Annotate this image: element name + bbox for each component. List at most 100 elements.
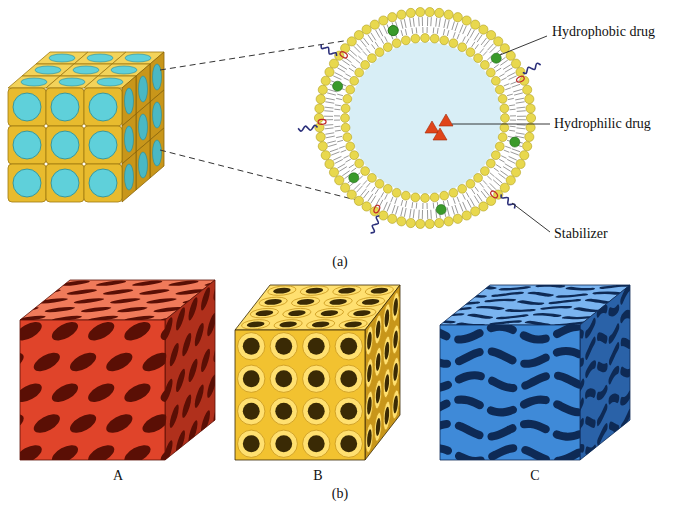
lipid-tail xyxy=(326,98,335,100)
lipid-tail xyxy=(503,65,511,70)
lipid-head xyxy=(379,16,388,25)
lattice-pore xyxy=(440,321,598,325)
lipid-tail xyxy=(404,19,406,28)
lattice-tube xyxy=(392,321,399,358)
lipid-tail xyxy=(447,207,449,216)
lipid-tail xyxy=(324,124,333,126)
lattice-face xyxy=(0,279,259,322)
lipid-tail xyxy=(385,194,388,199)
lattice-pore xyxy=(212,396,215,427)
cube-pore xyxy=(59,78,85,86)
lipid-head xyxy=(350,151,359,160)
lattice-tube xyxy=(288,297,323,306)
lattice-pore xyxy=(376,351,381,374)
lipid-head xyxy=(500,123,509,132)
lattice-pore xyxy=(275,435,292,452)
lattice-face xyxy=(235,330,365,460)
lipid-head xyxy=(462,16,471,25)
lattice-tube xyxy=(366,322,373,359)
lipid-head xyxy=(435,218,444,227)
lipid-head xyxy=(430,193,439,202)
lipid-head xyxy=(471,207,480,216)
lipid-tail xyxy=(366,48,370,53)
lipid-head xyxy=(347,190,356,199)
lipid-tail xyxy=(470,198,474,206)
lipid-head xyxy=(354,31,363,40)
lattice-pore xyxy=(277,321,298,327)
lattice-pore xyxy=(49,380,81,406)
lipid-tail xyxy=(335,73,343,77)
lipid-tail xyxy=(351,168,356,172)
stabilizer-chain xyxy=(371,216,380,233)
lattice-pore xyxy=(67,411,99,437)
lattice-pore xyxy=(167,280,200,287)
lipid-head xyxy=(520,151,529,160)
lattice-pore xyxy=(194,381,205,412)
lipid-head xyxy=(480,167,489,176)
lattice-tube xyxy=(336,320,371,329)
lipid-head xyxy=(444,217,453,226)
zoom-line xyxy=(160,150,356,200)
lipid-tail xyxy=(501,78,506,81)
lipid-head xyxy=(449,39,458,48)
lattice-pore xyxy=(340,403,357,420)
lipid-tail xyxy=(498,173,505,178)
lipid-tail xyxy=(455,205,458,214)
lipid-head xyxy=(341,123,350,132)
stabilizer-anchor xyxy=(339,50,348,59)
lattice-pore xyxy=(342,321,363,327)
lattice-tube xyxy=(303,333,330,360)
lipid-tail xyxy=(342,60,349,65)
lipid-head xyxy=(341,114,350,123)
lattice-pore xyxy=(175,303,186,334)
lattice-pore xyxy=(254,310,275,316)
lipid-tail xyxy=(357,186,363,193)
lattice-tube xyxy=(383,397,390,434)
lattice-pore xyxy=(440,314,607,318)
lipid-head xyxy=(453,214,462,223)
lipid-tail xyxy=(484,40,490,47)
lattice-pores xyxy=(238,333,363,458)
lipid-tail xyxy=(481,191,486,198)
lattice-pore xyxy=(393,393,398,416)
lipid-tail xyxy=(416,203,418,209)
hydrophobic-drug xyxy=(436,205,446,215)
lipid-tail xyxy=(326,136,335,138)
lipid-tail xyxy=(384,26,388,34)
lipid-head xyxy=(494,37,503,46)
callout-label: Hydrophobic drug xyxy=(552,24,655,40)
lipid-head xyxy=(411,34,420,43)
lattice-pore xyxy=(376,318,381,341)
lipid-head xyxy=(406,218,415,227)
cube-pore xyxy=(49,54,75,62)
lipid-tail xyxy=(349,68,354,71)
lattice-pore xyxy=(65,288,98,295)
lipid-tail xyxy=(509,104,515,106)
lipid-head xyxy=(491,151,500,160)
hydrophobic-drug xyxy=(510,137,520,147)
lattice-pore xyxy=(440,351,580,364)
lipid-head xyxy=(392,39,401,48)
lattice-pore xyxy=(440,448,580,460)
lipid-tail xyxy=(331,152,339,155)
lipid-tail xyxy=(499,74,504,77)
part-label: A xyxy=(113,468,123,484)
lipid-head xyxy=(368,173,377,182)
lattice-tube xyxy=(366,387,373,424)
lattice-pore xyxy=(200,283,211,314)
cube-pore xyxy=(51,93,79,121)
lipid-head xyxy=(462,211,471,220)
aqueous-core xyxy=(349,42,501,194)
lattice-pore xyxy=(169,339,180,370)
lipid-head xyxy=(329,59,338,68)
lipid-head xyxy=(383,43,392,52)
lipid-tail xyxy=(418,210,420,219)
lipid-tail xyxy=(444,19,446,28)
cube-side-cell xyxy=(150,128,164,178)
lipid-tail xyxy=(516,102,525,103)
lipid-tail xyxy=(413,209,414,218)
cube-front-cell xyxy=(8,88,46,126)
lipid-head xyxy=(315,104,324,113)
lattice-pore xyxy=(139,349,165,375)
lattice-pore xyxy=(194,319,205,350)
